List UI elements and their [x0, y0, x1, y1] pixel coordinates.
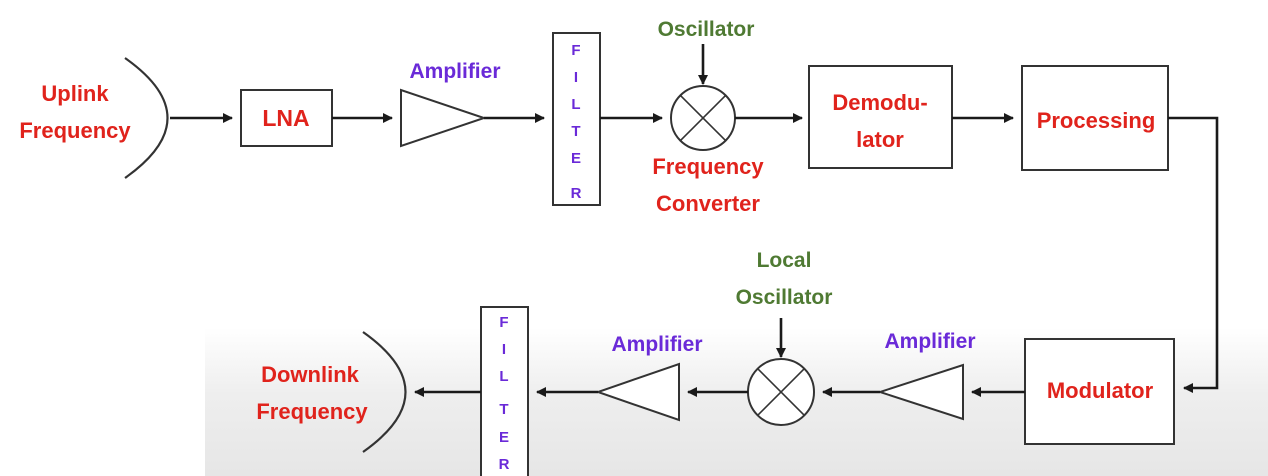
filter-top-letter-f: F	[571, 42, 580, 59]
modulator-label: Modulator	[1047, 378, 1154, 403]
filter-top-letter-r: R	[571, 185, 582, 202]
filter-top-letter-e: E	[571, 150, 581, 167]
demodulator-block	[808, 65, 953, 169]
oscillator-label: Oscillator	[658, 18, 755, 41]
local-oscillator-label-line1: Local	[757, 249, 812, 272]
mixer-top-cross-b	[679, 94, 727, 142]
demodulator-label-line2: lator	[856, 127, 904, 152]
filter-bottom-letter-i: I	[502, 341, 506, 358]
amplifier-right-symbol	[876, 363, 964, 421]
filter-bottom-block	[480, 306, 529, 476]
lna-label: LNA	[262, 105, 309, 131]
frequency-converter-label-line2: Converter	[656, 191, 760, 216]
uplink-label-line2: Frequency	[19, 118, 131, 143]
frequency-converter-label-line1: Frequency	[652, 154, 764, 179]
uplink-antenna	[124, 57, 169, 179]
filter-top-letter-l: L	[571, 96, 580, 113]
mixer-bottom-cross-b	[757, 368, 805, 416]
wire-processing-modulator	[1168, 116, 1219, 393]
amplifier-top-label: Amplifier	[409, 60, 500, 83]
amplifier-top-symbol	[400, 88, 488, 148]
local-oscillator-label-line2: Oscillator	[736, 286, 833, 309]
modulator-block	[1024, 338, 1175, 445]
amplifier-left-label: Amplifier	[611, 333, 702, 356]
filter-bottom-letter-t: T	[499, 401, 508, 418]
demodulator-label-line1: Demodu-	[832, 90, 927, 115]
uplink-label-line1: Uplink	[41, 81, 109, 106]
filter-bottom-letter-e: E	[499, 429, 509, 446]
downlink-antenna	[362, 331, 407, 453]
downlink-label-line2: Frequency	[256, 399, 368, 424]
filter-bottom-letter-f: F	[499, 314, 508, 331]
lna-block	[240, 89, 333, 147]
processing-block	[1021, 65, 1169, 171]
downlink-label-line1: Downlink	[261, 362, 360, 387]
filter-bottom-letter-l: L	[499, 368, 508, 385]
filter-top-letter-t: T	[571, 123, 580, 140]
filter-top-letter-i: I	[574, 69, 578, 86]
amplifier-left-symbol	[594, 362, 680, 422]
filter-bottom-letter-r: R	[499, 456, 510, 473]
processing-label: Processing	[1037, 108, 1156, 133]
amplifier-right-label: Amplifier	[884, 330, 975, 353]
